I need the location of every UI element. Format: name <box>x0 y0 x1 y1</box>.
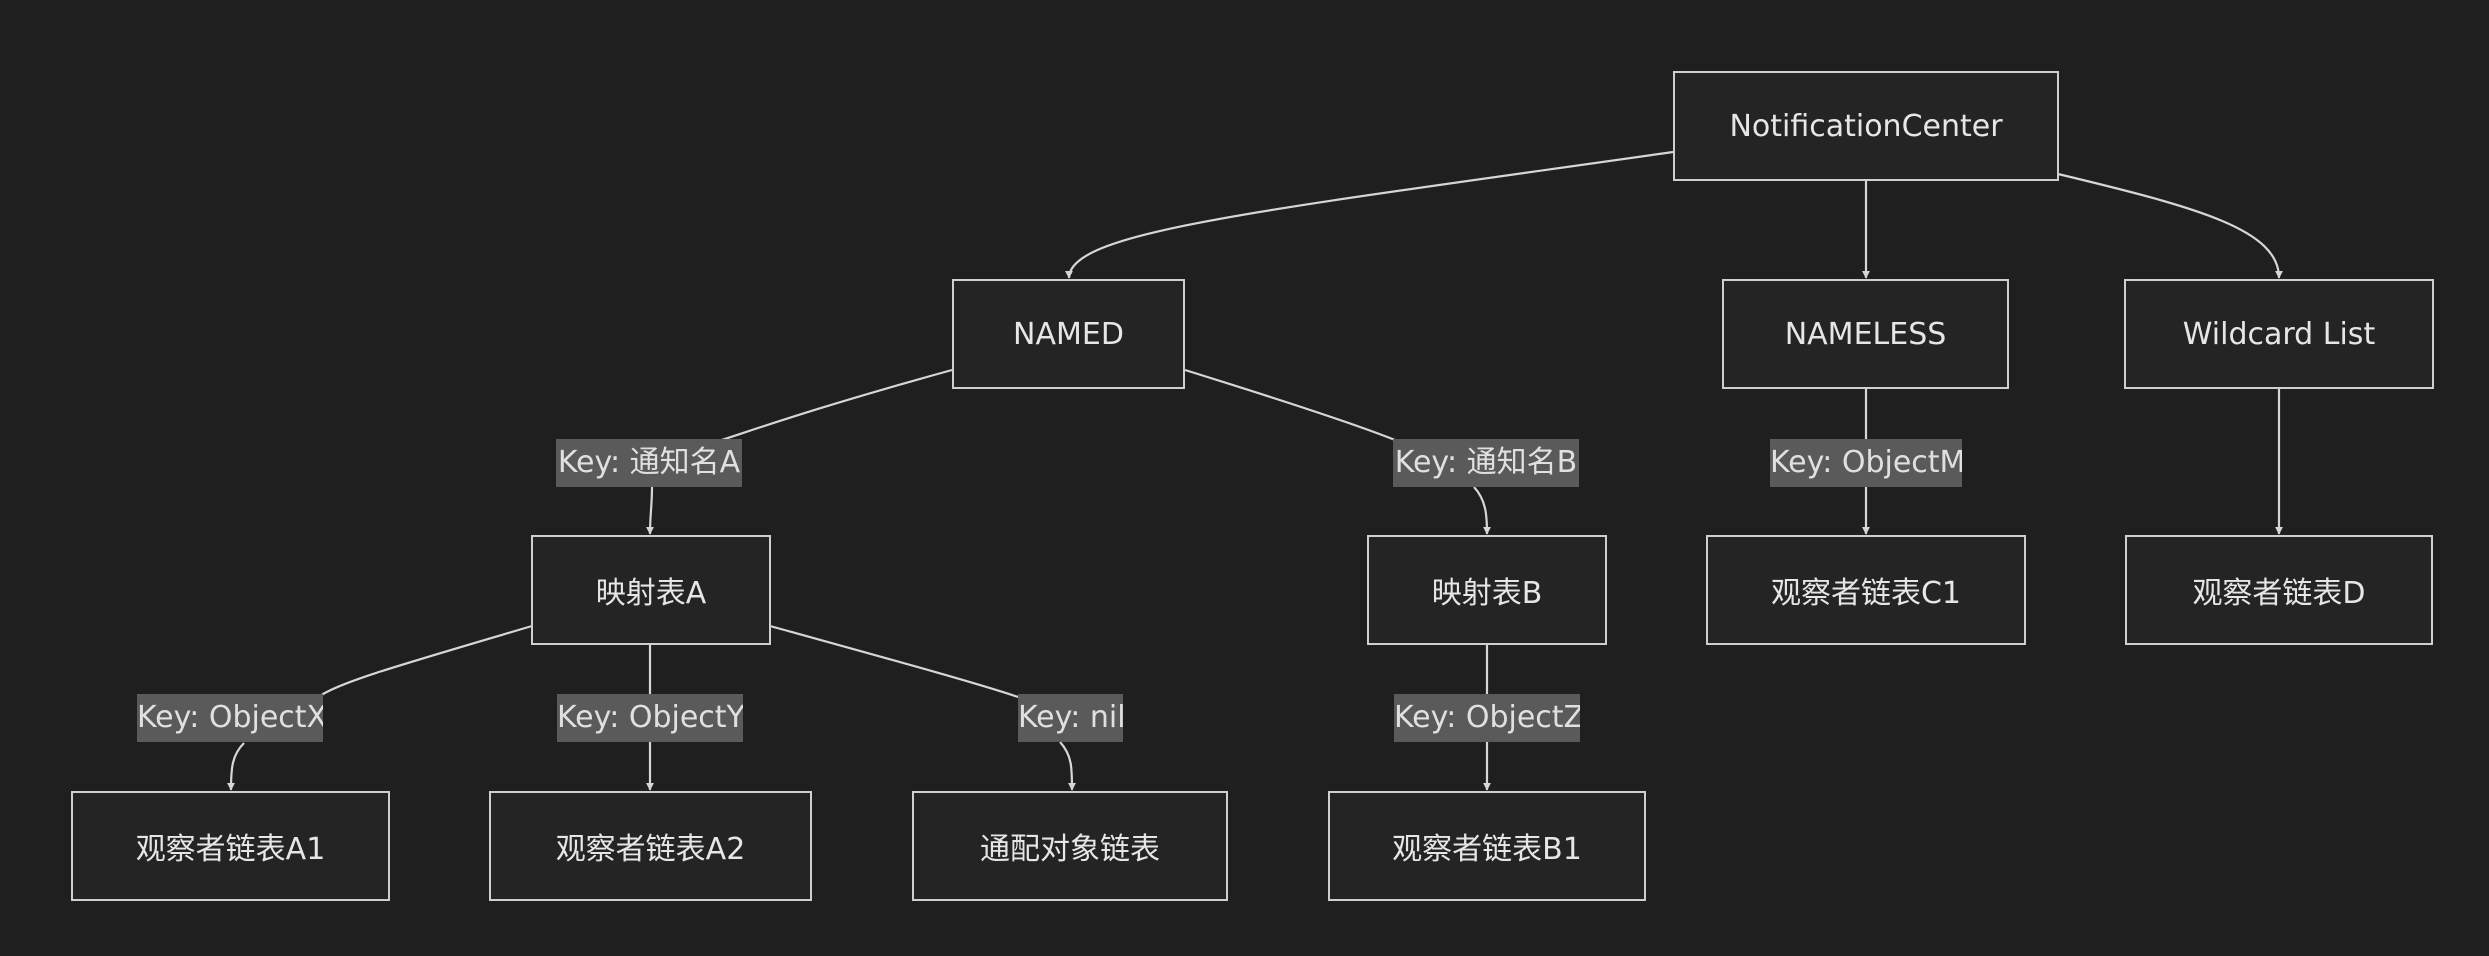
node-nameless: NAMELESS <box>1722 279 2009 389</box>
node-notification-center: NotificationCenter <box>1673 71 2059 181</box>
node-map-b: 映射表B <box>1367 535 1607 645</box>
edge-label-key-object-m: Key: ObjectM <box>1770 439 1962 487</box>
node-named: NAMED <box>952 279 1185 389</box>
node-observer-list-d: 观察者链表D <box>2125 535 2433 645</box>
edge-label-key-name-a: Key: 通知名A <box>556 439 742 487</box>
edge-center-to-named <box>1065 150 1674 279</box>
edge-named-to-map-b <box>1184 368 1487 534</box>
node-observer-list-c1: 观察者链表C1 <box>1706 535 2026 645</box>
edge-label-key-name-b: Key: 通知名B <box>1393 439 1579 487</box>
edge-map-a-to-nil <box>769 624 1072 790</box>
node-observer-list-b1: 观察者链表B1 <box>1328 791 1646 901</box>
node-wildcard-object-list: 通配对象链表 <box>912 791 1228 901</box>
node-map-a: 映射表A <box>531 535 771 645</box>
node-observer-list-a1: 观察者链表A1 <box>71 791 390 901</box>
edge-label-key-object-y: Key: ObjectY <box>557 694 743 742</box>
edge-label-key-object-z: Key: ObjectZ <box>1394 694 1580 742</box>
node-observer-list-a2: 观察者链表A2 <box>489 791 812 901</box>
node-wildcard-list: Wildcard List <box>2124 279 2434 389</box>
edge-label-key-nil: Key: nil <box>1018 694 1123 742</box>
edge-map-a-to-a1 <box>231 624 533 790</box>
edge-label-key-object-x: Key: ObjectX <box>137 694 323 742</box>
edge-center-to-wildcard <box>2057 172 2283 279</box>
